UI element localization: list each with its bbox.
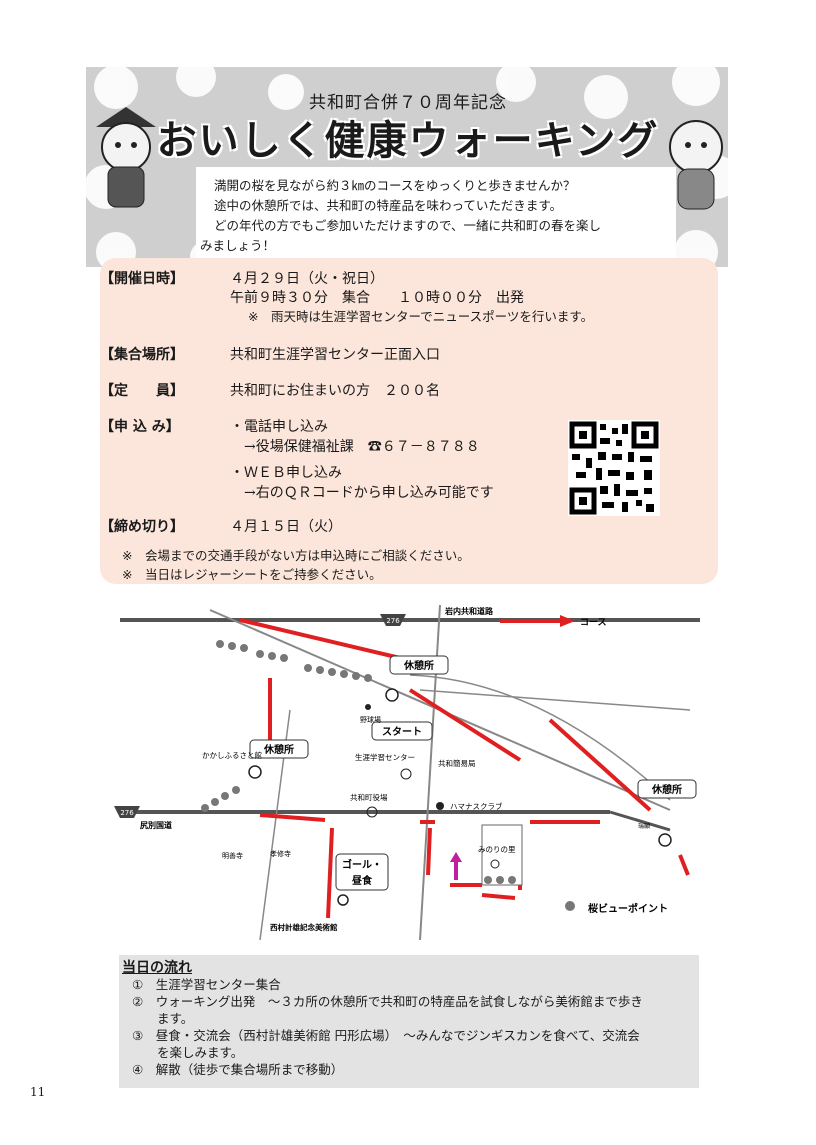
apply-web: ・ＷＥＢ申し込み: [230, 465, 342, 481]
rest-area-3: 休憩所: [651, 783, 682, 796]
date-note: ※ 雨天時は生涯学習センターでニュースポーツを行います。: [248, 309, 594, 324]
character-right: [669, 120, 723, 210]
qr-code[interactable]: [568, 420, 660, 516]
place-value: 共和町生涯学習センター正面入口: [230, 347, 440, 363]
schedule-item: ② ウォーキング出発 ～３カ所の休憩所で共和町の特産品を試食しながら美術館まで歩…: [132, 994, 643, 1009]
rest-area-2: 休憩所: [263, 743, 294, 756]
schedule-item: ます。: [132, 1011, 194, 1026]
apply-web-detail: →右のＱＲコードから申し込み可能です: [244, 485, 494, 501]
page-number: 11: [30, 1085, 46, 1099]
schedule-item: を楽しみます。: [132, 1045, 244, 1060]
schedule-box: [119, 955, 699, 1088]
schedule-title: 当日の流れ: [122, 960, 192, 976]
schedule-item: ① 生涯学習センター集合: [132, 977, 281, 992]
intro-line-3: どの年代の方でもご参加いただけますので、一緒に共和町の春を楽し: [214, 218, 602, 233]
koushu-temple-label: 孝修寺: [270, 849, 291, 858]
road-main-label: 尻別国道: [140, 820, 172, 830]
road-main-number: 276: [120, 809, 134, 817]
course-label: コース: [580, 617, 607, 628]
schedule-item: ④ 解散（徒歩で集合場所まで移動）: [132, 1062, 344, 1077]
apply-phone-detail: →役場保健福祉課 ☎６７－８７８８: [244, 439, 480, 455]
date-label: 【開催日時】: [100, 271, 184, 287]
intro-line-4: みましょう！: [200, 238, 276, 253]
meizen-temple-label: 明善寺: [222, 851, 243, 860]
header-subtitle: 共和町合併７０周年記念: [309, 93, 507, 113]
minori-label: みのりの里: [478, 845, 516, 854]
road-top-number: 276: [386, 617, 400, 625]
rest-area-1: 休憩所: [403, 659, 434, 672]
date-line-1: ４月２９日（火・祝日）: [230, 271, 384, 287]
apply-label: 【申 込 み】: [100, 419, 180, 435]
goal-label-line-2: 昼食: [352, 874, 373, 887]
route-map: 276 276 岩内共和道路 尻別国道 コース 休憩所: [110, 600, 710, 941]
hamanasu-club-label: ハマナスクラブ: [450, 801, 503, 811]
intro-line-1: 満開の桜を見ながら約３㎞のコースをゆっくりと歩きませんか？: [214, 178, 576, 193]
note-2: ※ 当日はレジャーシートをご持参ください。: [122, 567, 382, 582]
museum-label: 西村計雄記念美術館: [270, 922, 338, 932]
place-label: 【集合場所】: [100, 347, 184, 363]
road-top-label: 岩内共和道路: [444, 606, 494, 616]
intro-text: 満開の桜を見ながら約３㎞のコースをゆっくりと歩きませんか？ 途中の休憩所では、共…: [200, 176, 640, 256]
schedule-list: ① 生涯学習センター集合 ② ウォーキング出発 ～３カ所の休憩所で共和町の特産品…: [132, 976, 692, 1078]
page-title: おいしく健康ウォーキング: [156, 118, 660, 164]
capacity-value: 共和町にお住まいの方 ２００名: [230, 383, 440, 399]
start-label: スタート: [382, 726, 422, 738]
small-place-label: 瑞願: [638, 822, 650, 830]
baseball-field-label: 野球場: [360, 715, 381, 724]
learning-center-label: 生涯学習センター: [355, 752, 415, 762]
intro-line-2: 途中の休憩所では、共和町の特産品を味わっていただきます。: [214, 198, 563, 213]
note-1: ※ 会場までの交通手段がない方は申込時にご相談ください。: [122, 548, 470, 563]
date-line-2: 午前９時３０分 集合 １０時００分 出発: [230, 290, 524, 306]
character-left: [96, 107, 156, 208]
kakashi-museum-label: かかしふるさと館: [202, 750, 262, 760]
deadline-value: ４月１５日（火）: [230, 519, 342, 535]
schedule-item: ③ 昼食・交流会（西村計雄美術館 円形広場） ～みんなでジンギスカンを食べて、交…: [132, 1028, 640, 1043]
route-map-graphic: 276 276 岩内共和道路 尻別国道 コース 休憩所: [114, 604, 700, 941]
capacity-label: 【定 員】: [100, 383, 184, 399]
apply-phone: ・電話申し込み: [230, 419, 328, 435]
town-hall-label: 共和町役場: [350, 792, 388, 802]
post-office-label: 共和簡易局: [438, 758, 476, 768]
legend-label: 桜ビューポイント: [588, 902, 668, 915]
deadline-label: 【締め切り】: [100, 519, 184, 535]
qr-code-graphic: [569, 421, 659, 515]
goal-label-line-1: ゴール・: [342, 858, 382, 871]
